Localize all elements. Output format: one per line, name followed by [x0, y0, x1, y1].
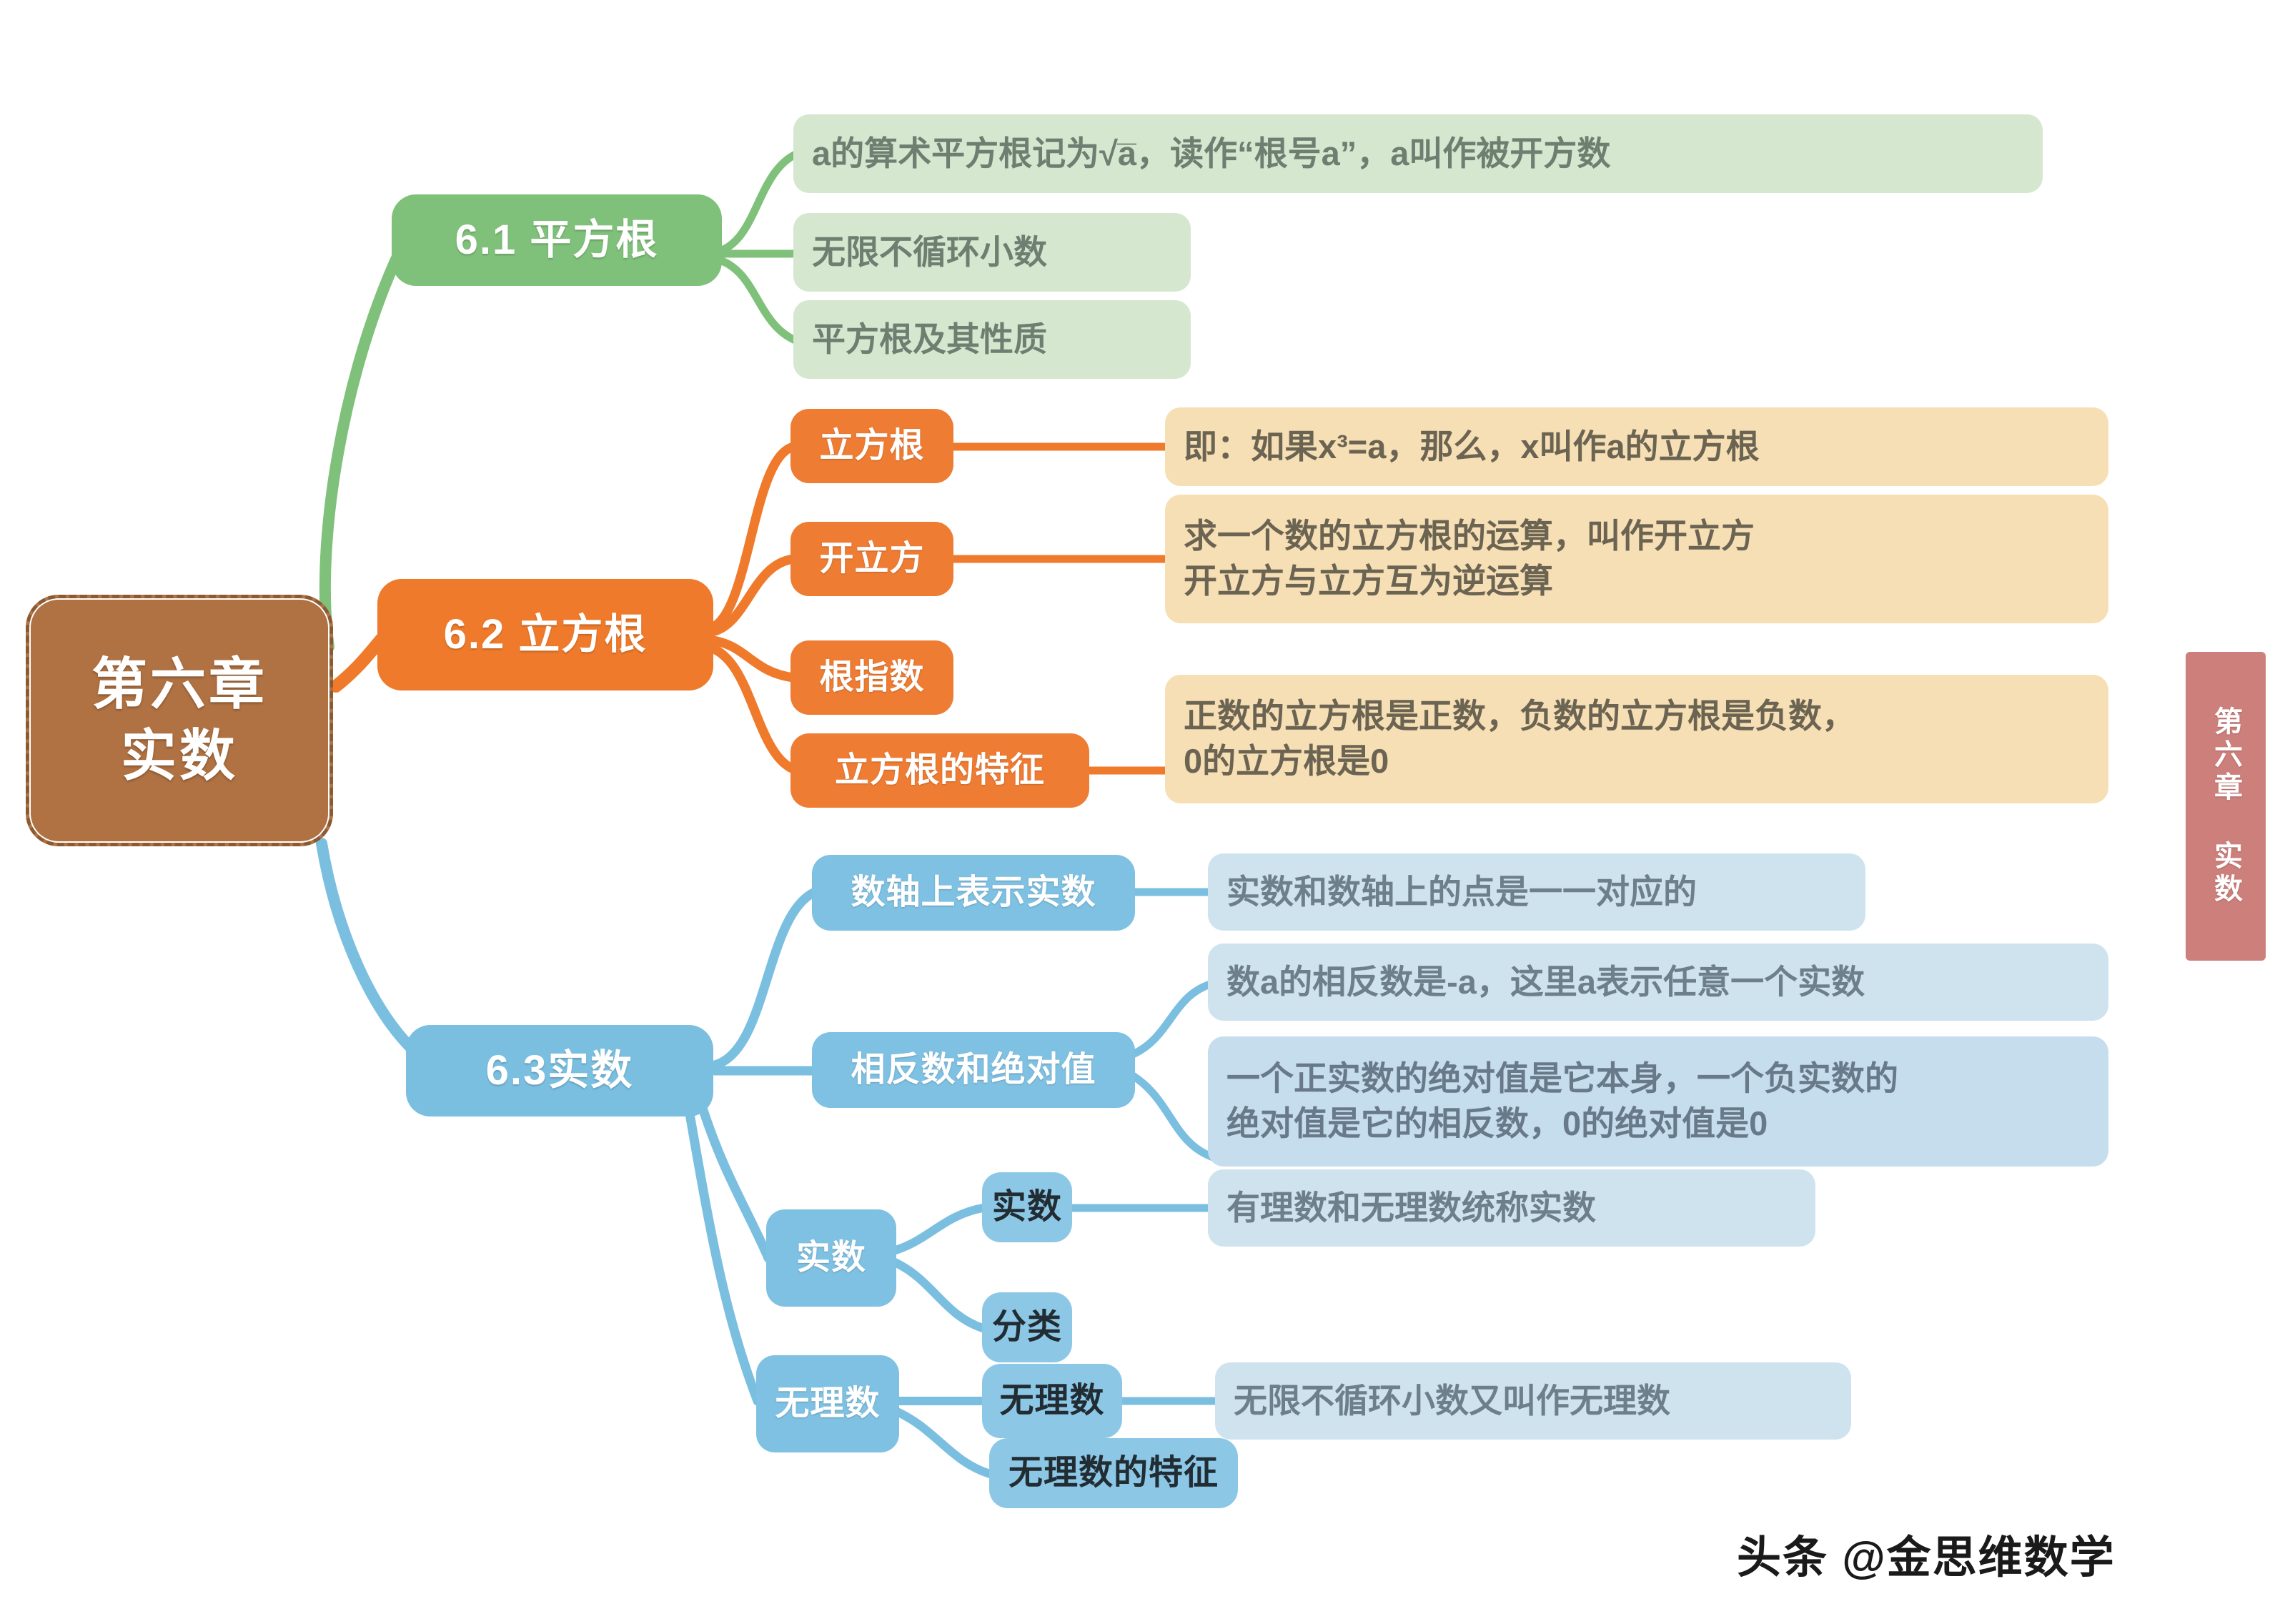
leaf-6-3-juedui[interactable]: 一个正实数的绝对值是它本身，一个负实数的 绝对值是它的相反数，0的绝对值是0	[1208, 1036, 2108, 1167]
subnode-lifanggen[interactable]: 立方根	[790, 409, 953, 483]
subsubnode-wulishu-tezheng[interactable]: 无理数的特征	[989, 1438, 1238, 1508]
leaf-6-2-tezheng[interactable]: 正数的立方根是正数，负数的立方根是负数， 0的立方根是0	[1165, 675, 2108, 803]
leaf-6-3-xiangfanshu[interactable]: 数a的相反数是-a，这里a表示任意一个实数	[1208, 944, 2108, 1021]
leaf-6-1-0[interactable]: a的算术平方根记为√a̅，读作“根号a”，a叫作被开方数	[793, 114, 2043, 193]
subnode-shishu[interactable]: 实数	[766, 1209, 896, 1307]
subnode-wulishu[interactable]: 无理数	[756, 1355, 899, 1452]
leaf-6-3-shishu-def[interactable]: 有理数和无理数统称实数	[1208, 1169, 1815, 1247]
leaf-6-3-shuzhou[interactable]: 实数和数轴上的点是一一对应的	[1208, 853, 1865, 931]
central-node[interactable]: 第六章 实数	[26, 595, 333, 846]
chapter-side-tab: 第六章 实数	[2186, 652, 2266, 961]
subnode-lifanggen-tezheng[interactable]: 立方根的特征	[790, 733, 1089, 808]
subsubnode-wulishu[interactable]: 无理数	[982, 1364, 1122, 1438]
subsubnode-fenlei[interactable]: 分类	[982, 1292, 1072, 1362]
branch-node-6-1[interactable]: 6.1 平方根	[392, 194, 722, 286]
subnode-shuzhou-biaoshi-shishu[interactable]: 数轴上表示实数	[812, 855, 1135, 931]
leaf-6-2-lifanggen[interactable]: 即：如果x³=a，那么，x叫作a的立方根	[1165, 407, 2108, 486]
subnode-genzhishu[interactable]: 根指数	[790, 640, 953, 715]
leaf-6-1-2[interactable]: 平方根及其性质	[793, 300, 1191, 379]
leaf-6-3-wulishu-def[interactable]: 无限不循环小数又叫作无理数	[1215, 1362, 1851, 1440]
leaf-6-1-1[interactable]: 无限不循环小数	[793, 213, 1191, 292]
subsubnode-shishu[interactable]: 实数	[982, 1172, 1072, 1242]
branch-node-6-2[interactable]: 6.2 立方根	[377, 579, 713, 690]
subnode-kailifang[interactable]: 开立方	[790, 522, 953, 596]
watermark-text: 头条 @金思维数学	[1737, 1533, 2116, 1583]
leaf-6-2-kailifang[interactable]: 求一个数的立方根的运算，叫作开立方 开立方与立方互为逆运算	[1165, 495, 2108, 623]
branch-node-6-3[interactable]: 6.3实数	[406, 1025, 713, 1116]
subnode-xiangfanshu-juedui[interactable]: 相反数和绝对值	[812, 1032, 1135, 1108]
